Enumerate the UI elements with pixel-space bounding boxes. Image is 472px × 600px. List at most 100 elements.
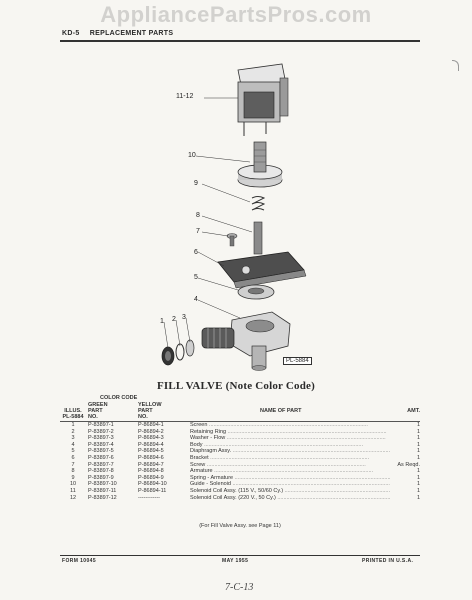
dot-leader: ........................................…	[225, 435, 386, 442]
header-title: REPLACEMENT PARTS	[89, 30, 174, 37]
bracket-drawing	[217, 251, 307, 289]
row-part-name-text: Retaining Ring	[190, 428, 227, 435]
dot-leader: ........................................…	[277, 494, 390, 501]
row-yellow-part: P-86894-10	[138, 481, 167, 488]
callout-5: 5	[194, 274, 198, 281]
yellow-no-header: NO.	[138, 414, 148, 420]
row-part-name: Spring - Armature ......................…	[190, 475, 390, 482]
footer-rule	[60, 555, 420, 556]
watermark-text: AppliancePartsPros.com	[100, 2, 372, 27]
row-amt: 1	[416, 448, 420, 455]
row-part-name-text: Guide - Solenoid	[190, 481, 231, 488]
table-row: 5 P-83897-5 P-86894-5 Diaphragm Assy. ..…	[60, 448, 420, 455]
row-part-name: Solenoid Coil Assy. (220 V., 50 Cy.) ...…	[190, 495, 390, 502]
row-illus: 3	[71, 435, 75, 442]
header-rule	[60, 40, 420, 42]
row-part-name-text: Washer - Flow	[190, 435, 226, 442]
row-yellow-part: P-86894-2	[138, 428, 164, 435]
row-illus: 2	[71, 428, 75, 435]
fill-valve-illustration	[161, 63, 307, 371]
row-part-name-text: Body	[190, 441, 203, 448]
color-code-header-row: COLOR CODE	[60, 395, 420, 402]
parts-rows: 1 P-83897-1 P-86894-1 Screen ...........…	[60, 422, 420, 501]
row-yellow-part: P-86894-4	[138, 441, 164, 448]
callout-10: 10	[188, 152, 196, 159]
parts-table: COLOR CODE GREEN YELLOW ILLUS. PART PART…	[60, 395, 420, 529]
callout-3: 3	[182, 314, 186, 321]
row-yellow-part: P-86894-3	[138, 435, 164, 442]
header-row-2: ILLUS. PART PART NAME OF PART AMT.	[60, 408, 420, 414]
row-green-part: P-83897-2	[88, 428, 114, 435]
table-footnote: (For Fill Valve Assy. see Page 11)	[199, 523, 281, 529]
callout-8: 8	[196, 212, 200, 219]
row-part-name: Screw ..................................…	[190, 462, 390, 469]
row-part-name: Guide - Solenoid .......................…	[190, 481, 390, 488]
dot-leader: ........................................…	[284, 487, 390, 494]
dot-leader: ........................................…	[212, 468, 374, 475]
row-green-part: P-83897-8	[88, 468, 114, 475]
table-row: 2 P-83897-2 P-86894-2 Retaining Ring ...…	[60, 429, 420, 436]
dot-leader: ........................................…	[231, 448, 390, 455]
page-header: KD-5 REPLACEMENT PARTS	[62, 30, 181, 37]
row-illus: 9	[71, 474, 75, 481]
amt-header: AMT.	[407, 408, 420, 414]
illus-plate-header: PL-5884	[62, 414, 84, 420]
row-illus: 5	[71, 448, 75, 455]
row-amt: 1	[416, 428, 420, 435]
row-green-part: P-83897-11	[88, 487, 117, 494]
row-amt: 1	[416, 454, 420, 461]
row-part-name-text: Armature	[190, 468, 213, 475]
row-yellow-part: P-86894-1	[138, 422, 164, 428]
row-part-name: Screen .................................…	[190, 422, 390, 429]
footer-date: MAY 1955	[222, 558, 249, 564]
dot-leader: ........................................…	[233, 474, 390, 481]
armature-spring-drawing	[251, 196, 266, 211]
armature-drawing	[253, 221, 263, 255]
row-part-name-text: Diaphragm Assy.	[190, 448, 232, 455]
table-row: 6 P-83897-6 P-86894-6 Bracket ..........…	[60, 455, 420, 462]
row-yellow-part: P-86894-6	[138, 454, 164, 461]
row-part-name: Washer - Flow ..........................…	[190, 435, 390, 442]
row-yellow-part: P-86894-5	[138, 448, 164, 455]
row-green-part: P-83897-6	[88, 454, 114, 461]
dot-leader: ........................................…	[230, 481, 391, 488]
callout-11-12: 11-12	[176, 93, 194, 100]
row-part-name-text: Solenoid Coil Assy. (115 V., 50/60 Cy.)	[190, 487, 284, 494]
inlet-parts-drawing	[161, 339, 195, 366]
row-yellow-part: P-86894-7	[138, 461, 164, 468]
row-green-part: P-83897-9	[88, 474, 114, 481]
header-row-1: GREEN YELLOW	[60, 402, 420, 408]
row-amt: 1	[416, 435, 420, 442]
handwritten-note: 7-C-13	[225, 582, 254, 593]
row-illus: 4	[71, 441, 75, 448]
table-row: 12 P-83897-12 ------------ Solenoid Coil…	[60, 495, 420, 502]
plate-id-label: PL-5884	[283, 357, 312, 365]
row-part-name-text: Screen	[190, 422, 208, 428]
row-amt: 1	[416, 481, 420, 488]
green-header: GREEN	[88, 402, 108, 408]
row-part-name-text: Spring - Armature	[190, 474, 234, 481]
row-amt: 1	[416, 468, 420, 475]
row-yellow-part: P-86894-8	[138, 468, 164, 475]
footer-printed: PRINTED IN U.S.A.	[362, 558, 414, 564]
row-amt: 1	[416, 422, 420, 428]
row-part-name: Armature ...............................…	[190, 468, 390, 475]
row-yellow-part: ------------	[138, 494, 160, 501]
dot-leader: ........................................…	[202, 441, 363, 448]
screw-drawing	[226, 233, 238, 247]
header-row-3: PL-5884 NO. NO.	[60, 414, 420, 422]
row-part-name: Diaphragm Assy. ........................…	[190, 448, 390, 455]
row-green-part: P-83897-5	[88, 448, 114, 455]
yellow-header: YELLOW	[138, 402, 162, 408]
row-part-name: Bracket ................................…	[190, 455, 390, 462]
solenoid-guide-drawing	[237, 141, 283, 188]
solenoid-coil-drawing	[237, 63, 289, 136]
row-part-name: Retaining Ring .........................…	[190, 429, 390, 436]
table-row: 8 P-83897-8 P-86894-8 Armature .........…	[60, 468, 420, 475]
table-row: 10 P-83897-10 P-86894-10 Guide - Solenoi…	[60, 481, 420, 488]
dot-leader: ........................................…	[205, 461, 366, 468]
callout-4: 4	[194, 296, 198, 303]
row-amt: 1	[416, 494, 420, 501]
row-amt: 1	[416, 474, 420, 481]
page-edge-mark	[452, 60, 459, 71]
